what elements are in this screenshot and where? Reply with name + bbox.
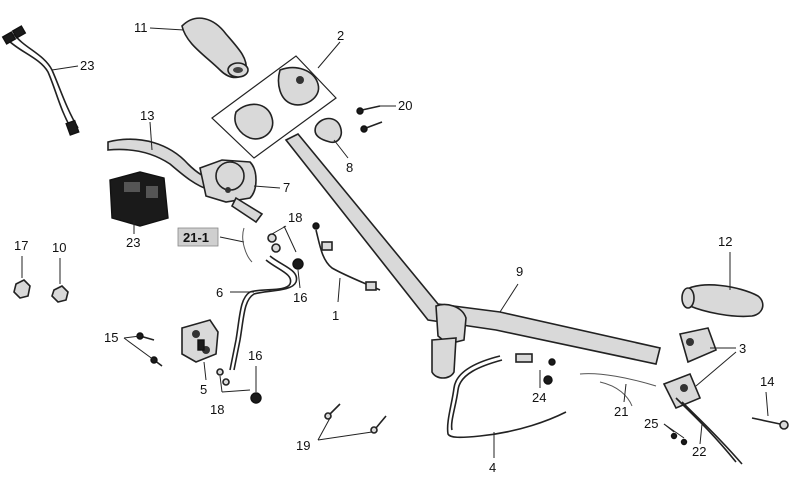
label-14: 14 (760, 374, 774, 389)
nut-17 (13, 279, 31, 299)
label-3: 3 (739, 341, 746, 356)
label-21-1: 21-1 (183, 230, 209, 245)
label-17: 17 (14, 238, 28, 253)
clamp-8 (314, 117, 343, 144)
label-24: 24 (532, 390, 546, 405)
switch-block-23 (109, 171, 169, 227)
label-19: 19 (296, 438, 310, 453)
label-2: 2 (337, 28, 344, 43)
leader-14 (765, 391, 769, 417)
screws-20 (356, 105, 383, 133)
wire-21-1 (242, 227, 253, 263)
label-16-lower: 16 (248, 348, 262, 363)
bolt-16-upper (292, 258, 304, 270)
label-4: 4 (489, 460, 496, 475)
label-15: 15 (104, 330, 118, 345)
label-16-upper: 16 (293, 290, 307, 305)
leader-13 (149, 121, 153, 151)
label-7: 7 (283, 180, 290, 195)
leader-22 (699, 423, 703, 445)
switch-housing-3 (662, 327, 718, 410)
leader-9 (499, 283, 519, 313)
leader-1 (337, 277, 341, 303)
leader-18a (271, 225, 287, 235)
leader-18a2 (283, 225, 297, 253)
leader-7 (253, 185, 281, 189)
screws-25 (670, 432, 688, 446)
label-12: 12 (718, 234, 732, 249)
master-cylinder-7 (199, 159, 264, 224)
leader-11 (149, 27, 185, 31)
wire-harness-23 (1, 25, 80, 136)
leader-25b (663, 423, 685, 439)
label-21: 21 (614, 404, 628, 419)
clip-24 (543, 375, 553, 385)
label-20: 20 (398, 98, 412, 113)
cable-21 (579, 373, 657, 407)
brake-hose-6 (229, 255, 298, 371)
lever-22 (675, 397, 743, 465)
handlebar-9 (284, 132, 661, 379)
label-11: 11 (134, 20, 148, 35)
leader-19b (317, 431, 373, 441)
label-22: 22 (692, 444, 706, 459)
label-18-upper: 18 (288, 210, 302, 225)
label-23-top: 23 (80, 58, 94, 73)
label-6: 6 (216, 285, 223, 300)
switch-housing-2 (211, 55, 337, 159)
bolt-14 (751, 417, 789, 430)
leader-18b (219, 375, 223, 393)
leader-19 (317, 417, 331, 441)
screws-15 (136, 332, 163, 367)
leader-15b (123, 337, 155, 361)
label-21-1-box (177, 227, 219, 247)
caliper-5 (181, 319, 219, 363)
label-18-lower: 18 (210, 402, 224, 417)
cable-4 (446, 353, 567, 439)
label-1: 1 (332, 308, 339, 323)
washers-18-upper (267, 233, 281, 253)
leader-8 (333, 139, 349, 159)
leader-16a (297, 269, 301, 289)
bolt-16-lower (250, 392, 262, 404)
label-9: 9 (516, 264, 523, 279)
leader-21-1 (219, 236, 245, 243)
label-5: 5 (200, 382, 207, 397)
screws-19 (324, 403, 387, 434)
washers-18-lower (216, 368, 230, 386)
leader-15 (123, 335, 141, 339)
label-10: 10 (52, 240, 66, 255)
nut-10 (51, 285, 69, 303)
leader-2 (317, 41, 341, 69)
label-8: 8 (346, 160, 353, 175)
leader-18b2 (221, 389, 251, 393)
leader-3b (695, 351, 737, 387)
label-23-lower: 23 (126, 235, 140, 250)
label-25: 25 (644, 416, 658, 431)
leader-23a (51, 65, 79, 71)
grip-12 (681, 284, 764, 318)
label-13: 13 (140, 108, 154, 123)
leader-21 (623, 383, 627, 403)
leader-5 (203, 361, 207, 381)
throttle-cable-1 (312, 222, 381, 291)
grip-11 (181, 17, 249, 79)
